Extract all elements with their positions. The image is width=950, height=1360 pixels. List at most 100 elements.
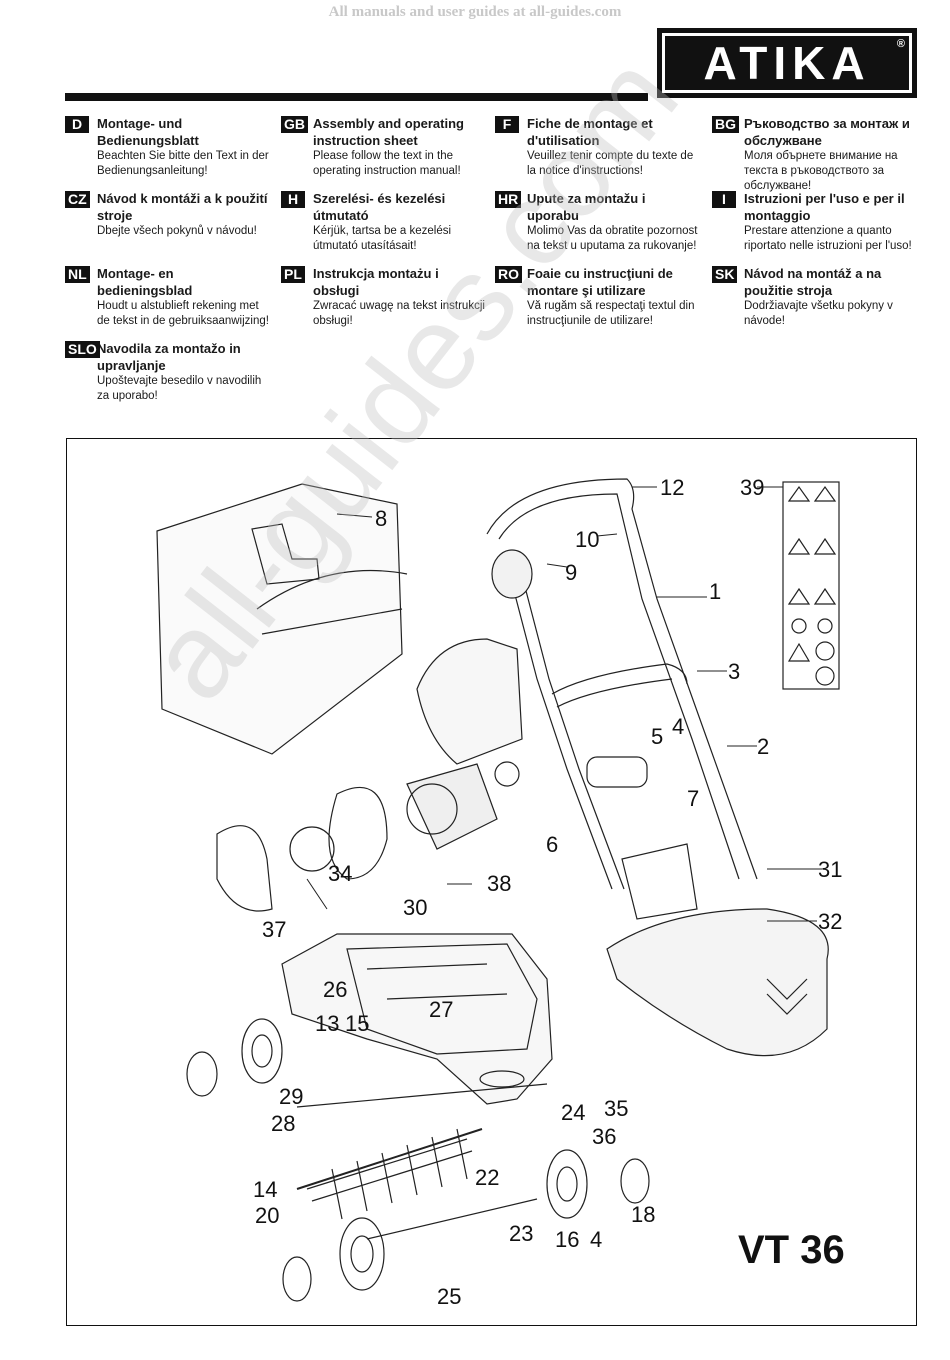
lang-code-badge: HR <box>495 191 522 208</box>
callout-7: 7 <box>687 786 699 811</box>
lang-title: Instrukcja montażu i obsługi <box>313 266 439 298</box>
lang-text: Vă rugăm să respectaţi textul din instru… <box>527 300 695 327</box>
callout-25: 25 <box>437 1284 461 1309</box>
lang-code-badge: NL <box>65 266 90 283</box>
lang-text: Veuillez tenir compte du texte de la not… <box>527 150 694 177</box>
callout-3: 3 <box>728 659 740 684</box>
lang-title: Assembly and operating instruction sheet <box>313 116 464 148</box>
lang-code-badge: H <box>281 191 305 208</box>
registered-mark: ® <box>896 38 905 50</box>
lang-code-badge: GB <box>281 116 308 133</box>
callout-36: 36 <box>592 1124 616 1149</box>
callout-9: 9 <box>565 560 577 585</box>
lang-code-badge: BG <box>712 116 739 133</box>
lang-text: Molimo Vas da obratite pozornost na teks… <box>527 225 698 252</box>
callout-1: 1 <box>709 579 721 604</box>
grass-bag-drawing <box>156 483 408 755</box>
lang-title: Upute za montažu i uporabu <box>527 191 646 223</box>
lang-title: Istruzioni per l'uso e per il montaggio <box>744 191 905 223</box>
watermark-top-text: All manuals and user guides at all-guide… <box>328 4 622 20</box>
callout-39: 39 <box>740 475 764 500</box>
lang-title: Szerelési- és kezelési útmutató <box>313 191 446 223</box>
handle-drawing <box>486 478 758 890</box>
callout-30: 30 <box>403 895 427 920</box>
warning-label-panel <box>782 481 840 690</box>
lang-title: Montage- und Bedienungsblatt <box>97 116 199 148</box>
lang-text: Upoštevajte besedilo v navodilih za upor… <box>97 375 262 402</box>
lang-block-i: I Istruzioni per l'uso e per il montaggi… <box>712 190 917 254</box>
callout-6: 6 <box>546 832 558 857</box>
roller-drawing <box>296 1128 483 1220</box>
model-name: VT 36 <box>738 1228 845 1272</box>
callout-32: 32 <box>818 909 842 934</box>
callout-4: 4 <box>672 714 684 739</box>
axle-drawing <box>366 1198 538 1240</box>
wheels-drawing <box>186 1018 650 1302</box>
lang-code-badge: CZ <box>65 191 90 208</box>
lang-text: Dodržiavajte všetku pokyny v návode! <box>744 300 893 327</box>
logo-text: ATIKA <box>703 37 871 89</box>
callout-12: 12 <box>660 475 684 500</box>
lang-title: Fiche de montage et d'utilisation <box>527 116 653 148</box>
motor-assembly-drawing <box>216 638 523 912</box>
lang-title: Návod na montáž a na použitie stroja <box>744 266 882 298</box>
callout-15: 15 <box>345 1011 369 1036</box>
callout-13: 13 <box>315 1011 339 1036</box>
lang-code-badge: RO <box>495 266 522 283</box>
lang-block-ro: RO Foaie cu instrucţiuni de montare şi u… <box>495 265 700 329</box>
lang-code-badge: D <box>65 116 89 133</box>
callout-5: 5 <box>651 724 663 749</box>
lang-text: Kérjük, tartsa be a kezelési útmutató ut… <box>313 225 452 252</box>
callout-37: 37 <box>262 917 286 942</box>
lang-text: Beachten Sie bitte den Text in der Bedie… <box>97 150 269 177</box>
lang-text: Please follow the text in the operating … <box>313 150 461 177</box>
exploded-view-drawing: 1 2 3 4 4 5 6 7 8 9 10 12 13 14 15 16 18… <box>156 475 842 1309</box>
lang-block-gb: GB Assembly and operating instruction sh… <box>281 115 486 179</box>
callout-16: 16 <box>555 1227 579 1252</box>
lang-title: Ръководство за монтаж и обслужване <box>744 116 910 148</box>
lang-text: Zwracać uwagę na tekst instrukcji obsług… <box>313 300 485 327</box>
callout-29: 29 <box>279 1084 303 1109</box>
callout-34: 34 <box>328 861 352 886</box>
lang-title: Montage- en bedieningsblad <box>97 266 193 298</box>
lang-code-badge: PL <box>281 266 305 283</box>
callout-2: 2 <box>757 734 769 759</box>
lang-code-badge: SLO <box>65 341 100 358</box>
exploded-view-diagram: 1 2 3 4 4 5 6 7 8 9 10 12 13 14 15 16 18… <box>66 438 917 1326</box>
lang-title: Návod k montáži a k použití stroje <box>97 191 268 223</box>
lang-code-badge: F <box>495 116 519 133</box>
callout-28: 28 <box>271 1111 295 1136</box>
callout-20: 20 <box>255 1203 279 1228</box>
callout-14: 14 <box>253 1177 277 1202</box>
lang-code-badge: SK <box>712 266 738 283</box>
lang-text: Моля обърнете внимание на текста в ръков… <box>744 150 898 192</box>
callout-24: 24 <box>561 1100 585 1125</box>
callout-4b: 4 <box>590 1227 602 1252</box>
lang-code-badge: I <box>712 191 736 208</box>
header-rule <box>65 93 648 101</box>
callout-10: 10 <box>575 527 599 552</box>
callout-23: 23 <box>509 1221 533 1246</box>
callout-18: 18 <box>631 1202 655 1227</box>
lang-text: Houdt u alstublieft rekening met de teks… <box>97 300 269 327</box>
callout-leaders <box>306 486 822 922</box>
callout-31: 31 <box>818 857 842 882</box>
brand-logo: ATIKA ® <box>657 28 917 98</box>
lang-title: Foaie cu instrucţiuni de montare şi util… <box>527 266 673 298</box>
lang-text: Prestare attenzione a quanto riportato n… <box>744 225 912 252</box>
cover-flap-drawing <box>606 843 829 1057</box>
callout-8: 8 <box>375 506 387 531</box>
callout-22: 22 <box>475 1165 499 1190</box>
callout-35: 35 <box>604 1096 628 1121</box>
lang-title: Navodila za montažo in upravljanje <box>97 341 241 373</box>
rod-drawing <box>296 1083 548 1108</box>
